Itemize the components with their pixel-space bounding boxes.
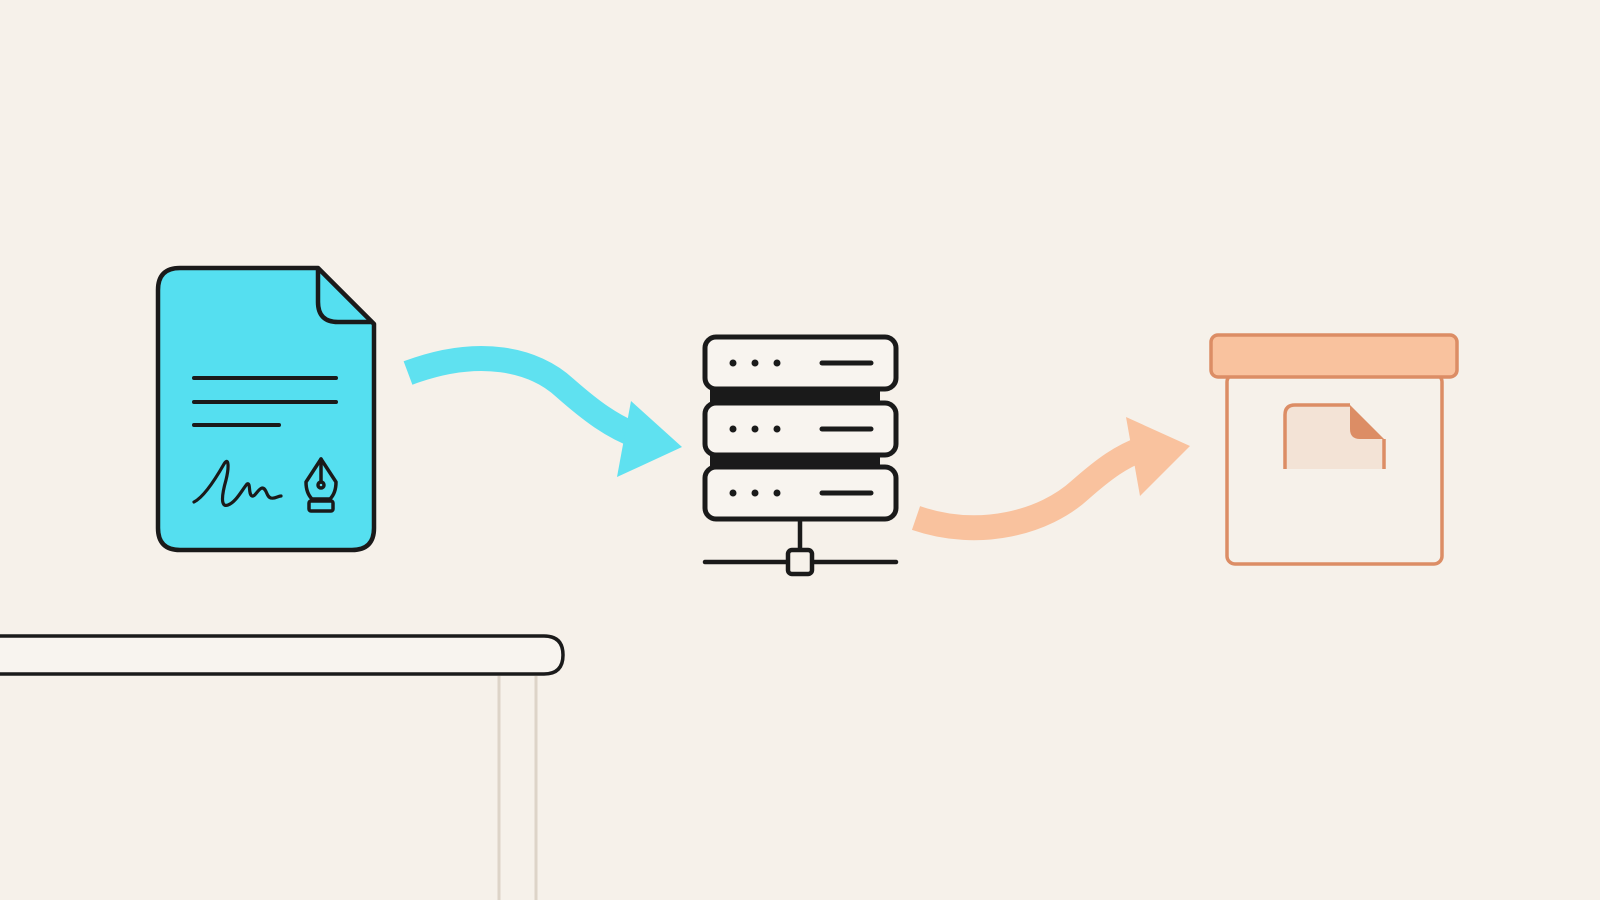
fountain-pen-icon [304,457,338,513]
page-fold [1350,405,1384,439]
server-unit [702,400,899,458]
signature-scribble [192,459,283,507]
archived-document-icon [1283,403,1386,469]
server-unit [702,334,899,392]
arrow-to-server [403,346,682,477]
table-surface [0,634,565,900]
document-text-lines [192,376,338,427]
server-unit [702,464,899,522]
server-rack-icon [702,334,899,577]
archive-box-icon [1209,333,1459,566]
arrow-head [1126,417,1190,496]
signed-document-icon [155,265,377,553]
arrow-to-archive [911,417,1190,541]
network-connector [702,516,899,577]
arrow-head [617,401,682,477]
